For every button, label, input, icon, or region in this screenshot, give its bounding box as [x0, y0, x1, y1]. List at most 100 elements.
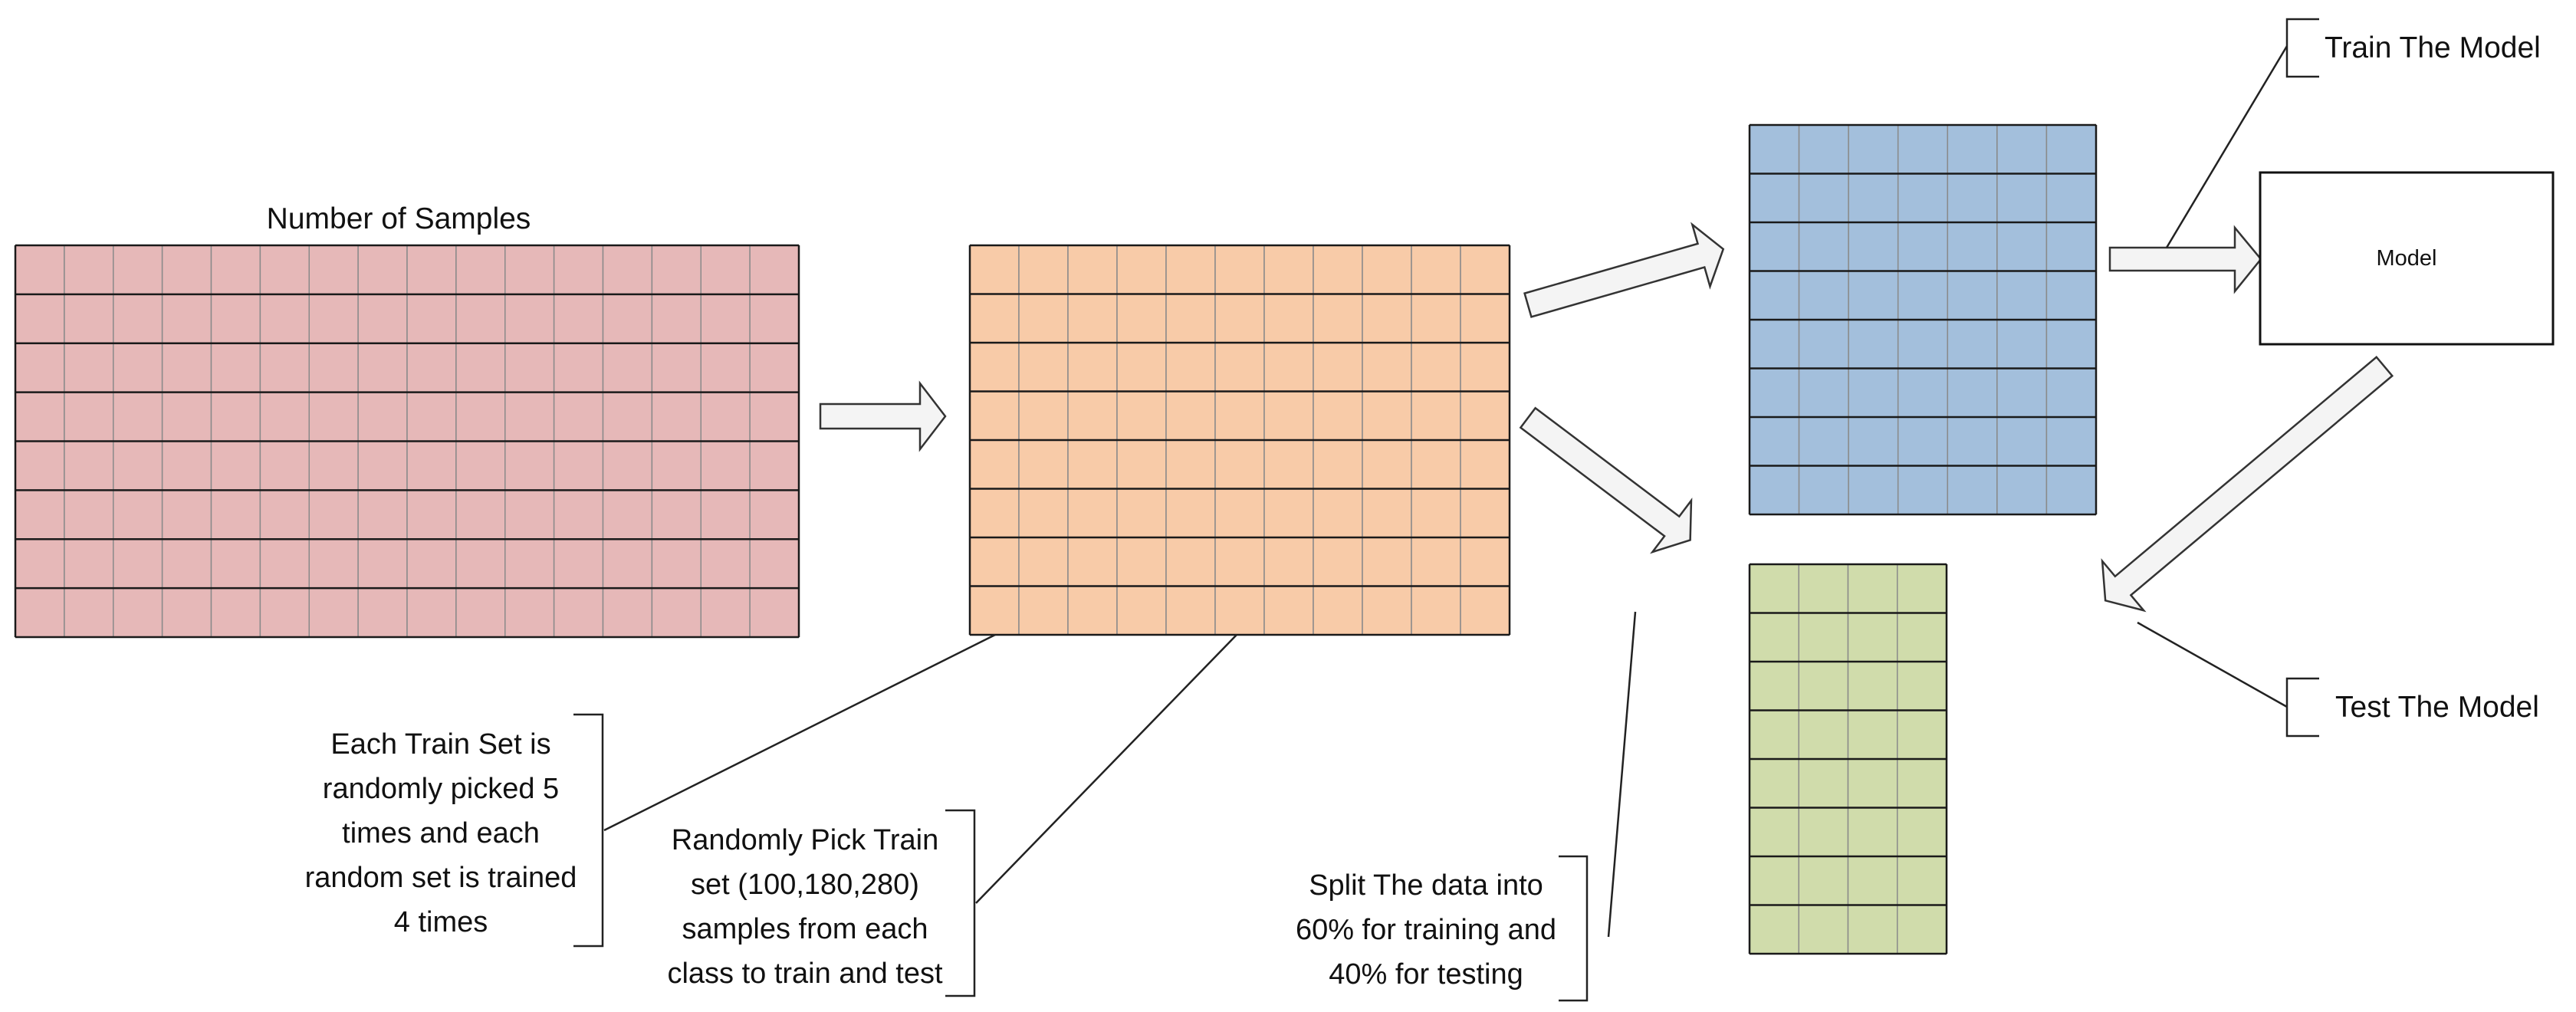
- samples-grid-cell: [455, 391, 506, 442]
- samples-grid-cell: [259, 343, 310, 393]
- samples-grid-cell: [113, 245, 163, 295]
- samples-grid-cell: [651, 391, 702, 442]
- samples-grid-cell: [357, 587, 408, 638]
- samples-grid-cell: [161, 587, 212, 638]
- train-grid-cell: [1848, 270, 1899, 320]
- samples-grid-cell: [259, 440, 310, 491]
- samples-grid-cell: [455, 245, 506, 295]
- samples-grid-cell: [259, 538, 310, 589]
- samples-grid-cell: [259, 489, 310, 540]
- selected-grid-cell: [969, 245, 1020, 295]
- annotation-line: times and each: [342, 817, 540, 849]
- samples-grid-cell: [602, 489, 653, 540]
- samples-grid-cell: [553, 538, 604, 589]
- train-grid-cell: [1947, 172, 1998, 223]
- train-grid-cell: [1996, 465, 2048, 515]
- train-grid-cell: [1996, 124, 2048, 175]
- connector-randomly-pick: [975, 634, 1237, 904]
- train-grid-cell: [1996, 172, 2048, 223]
- samples-grid-cell: [504, 489, 555, 540]
- samples-grid-cell: [651, 294, 702, 344]
- train-grid-cell: [1897, 222, 1949, 272]
- bracket-train-model: [2285, 18, 2319, 78]
- samples-grid-cell: [15, 343, 65, 393]
- selected-grid-cell: [1263, 439, 1314, 490]
- samples-grid-cell: [406, 343, 457, 393]
- selected-grid-cell: [1018, 488, 1069, 538]
- samples-grid-cell: [749, 489, 800, 540]
- samples-grid-cell: [749, 587, 800, 638]
- selected-grid-cell: [1165, 488, 1216, 538]
- samples-grid-cell: [651, 587, 702, 638]
- selected-grid-cell: [969, 585, 1020, 636]
- test-grid-cell: [1798, 807, 1849, 857]
- annotation-line: 40% for testing: [1329, 958, 1523, 991]
- annotation-line: Split The data into: [1309, 869, 1543, 902]
- selected-grid-cell: [1165, 585, 1216, 636]
- selected-grid-cell: [1116, 488, 1167, 538]
- train-grid-cell: [1848, 367, 1899, 418]
- train-grid-cell: [1798, 270, 1849, 320]
- selected-grid-cell: [1411, 293, 1461, 343]
- train-grid-cell: [1749, 270, 1800, 320]
- train-grid-cell: [1798, 319, 1849, 370]
- selected-grid-cell: [1067, 293, 1118, 343]
- arrow-model-to-test: [2101, 355, 2394, 613]
- samples-grid-cell: [553, 489, 604, 540]
- selected-grid-cell: [1116, 585, 1167, 636]
- samples-grid-cell: [504, 391, 555, 442]
- samples-grid-cell: [602, 343, 653, 393]
- test-grid-cell: [1798, 661, 1849, 711]
- selected-grid-cell: [969, 488, 1020, 538]
- annotation-line: Each Train Set is: [330, 728, 551, 761]
- samples-grid-cell: [406, 587, 457, 638]
- selected-grid-cell: [1263, 293, 1314, 343]
- selected-grid-cell: [1116, 342, 1167, 393]
- selected-grid-cell: [1313, 537, 1363, 587]
- samples-grid-cell: [602, 538, 653, 589]
- train-grid-cell: [1996, 367, 2048, 418]
- annotation-line: set (100,180,280): [691, 869, 919, 901]
- train-grid-cell: [1996, 270, 2048, 320]
- samples-grid-cell: [64, 538, 114, 589]
- selected-grid-cell: [1018, 293, 1069, 343]
- samples-grid-cell: [553, 587, 604, 638]
- train-grid-cell: [1798, 367, 1849, 418]
- train-grid-cell: [1848, 172, 1899, 223]
- samples-grid-cell: [15, 245, 65, 295]
- selected-grid-cell: [1214, 439, 1265, 490]
- annotation-each-train-set: Each Train Set is randomly picked 5 time…: [276, 722, 606, 945]
- selected-grid-cell: [1313, 293, 1363, 343]
- samples-grid-cell: [700, 440, 751, 491]
- train-grid-cell: [1947, 222, 1998, 272]
- connector-split: [1607, 611, 1637, 938]
- samples-grid-cell: [357, 440, 408, 491]
- samples-grid-cell: [749, 343, 800, 393]
- samples-grid-cell: [15, 294, 65, 344]
- selected-grid-cell: [1362, 439, 1412, 490]
- train-grid-cell: [1996, 319, 2048, 370]
- selected-grid-cell: [1067, 439, 1118, 490]
- samples-grid-cell: [308, 391, 359, 442]
- selected-grid-cell: [1165, 439, 1216, 490]
- model-label: Model: [2376, 246, 2437, 271]
- samples-grid-cell: [406, 489, 457, 540]
- selected-grid-cell: [1362, 293, 1412, 343]
- samples-grid-cell: [210, 538, 261, 589]
- test-grid-cell: [1798, 709, 1849, 760]
- selected-grid-cell: [1067, 390, 1118, 441]
- train-grid-cell: [1897, 172, 1949, 223]
- samples-grid-cell: [259, 294, 310, 344]
- samples-grid-cell: [504, 343, 555, 393]
- selected-grid-cell: [1460, 488, 1510, 538]
- samples-grid: [14, 244, 800, 639]
- selected-grid-cell: [1313, 390, 1363, 441]
- selected-train-grid: [968, 244, 1511, 636]
- test-grid-cell: [1897, 661, 1947, 711]
- samples-grid-cell: [553, 294, 604, 344]
- samples-grid-cell: [700, 294, 751, 344]
- samples-grid-cell: [357, 343, 408, 393]
- selected-grid-cell: [1116, 293, 1167, 343]
- train-grid-cell: [1848, 416, 1899, 467]
- test-grid-cell: [1749, 856, 1799, 906]
